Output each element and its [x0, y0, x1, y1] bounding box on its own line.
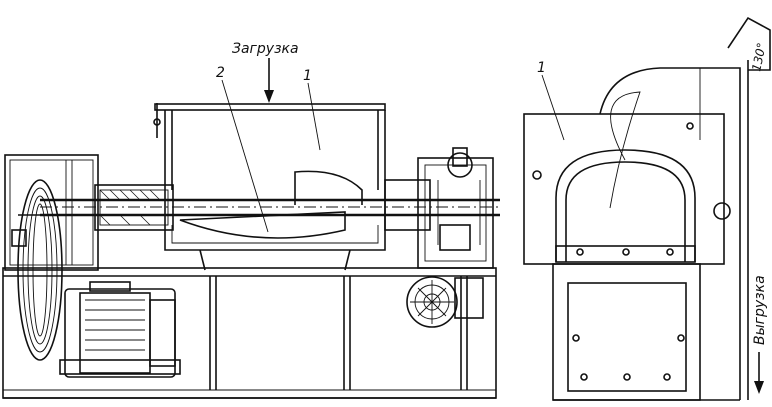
unloading-label: Выгрузка — [752, 275, 768, 345]
callout-1-front: 1 — [303, 68, 321, 151]
base-frame — [2, 267, 497, 399]
loading-label: Загрузка — [232, 41, 299, 57]
pulley — [11, 179, 63, 361]
loading-annotation: Загрузка — [232, 41, 299, 103]
side-lower-body — [552, 263, 740, 401]
svg-text:1: 1 — [537, 60, 546, 76]
electric-motor — [59, 281, 181, 378]
trough — [153, 103, 386, 271]
gear-wheel — [406, 276, 484, 328]
main-shaft — [40, 184, 500, 231]
angle-label: 130° — [749, 41, 769, 72]
callout-1-side: 1 — [537, 60, 565, 141]
side-view: 1 130° Выгрузка — [523, 16, 771, 401]
right-bearing-housing — [384, 147, 494, 269]
callout-2-front: 2 — [216, 65, 269, 233]
svg-text:1: 1 — [303, 68, 312, 84]
left-drive-housing — [4, 154, 99, 271]
svg-text:2: 2 — [216, 65, 225, 81]
angle-indicator: 130° — [727, 16, 771, 73]
front-view: Загрузка 2 1 — [2, 41, 500, 399]
side-hopper — [523, 60, 749, 400]
mixing-blade — [179, 170, 363, 239]
side-trough-arch — [555, 91, 696, 263]
unloading-annotation: Выгрузка — [752, 275, 768, 394]
